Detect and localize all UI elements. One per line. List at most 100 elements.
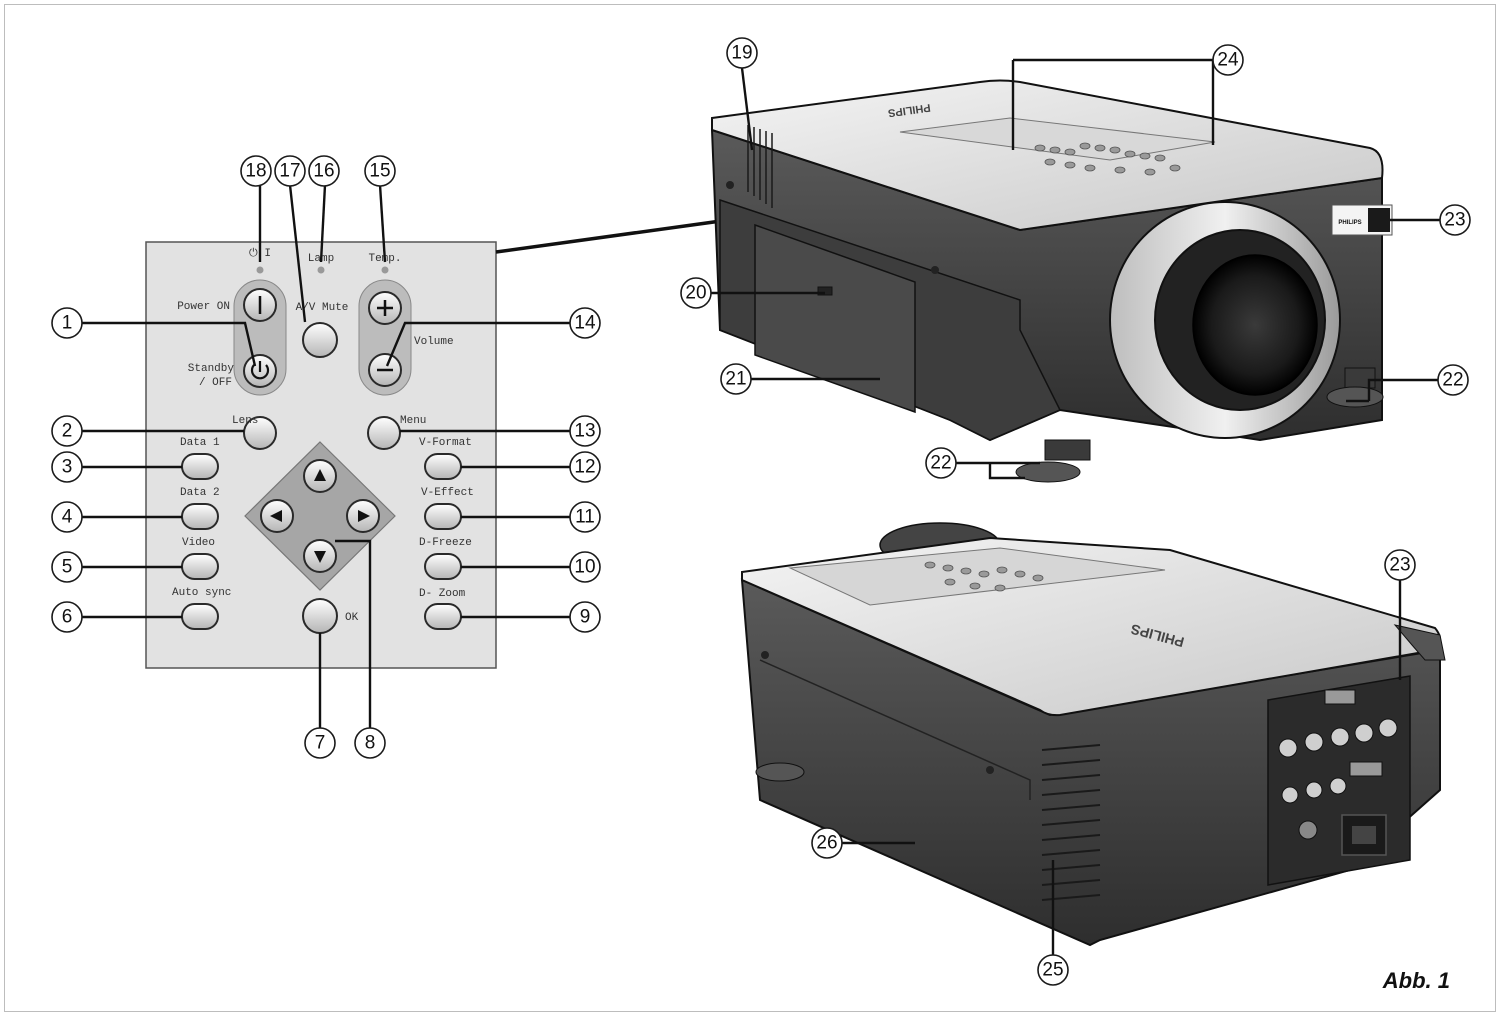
auto-sync-button[interactable] [181,603,219,630]
d-zoom-button[interactable] [424,603,462,630]
figure-caption: Abb. 1 [1382,968,1450,993]
data2-label: Data 2 [180,487,220,499]
callout-23-rear: 23 [1384,549,1416,581]
filter-cover [754,223,916,414]
top-keypad [1034,142,1181,176]
callout-11: 11 [569,501,601,533]
svg-text:23: 23 [1444,210,1465,231]
arrow-down-icon [314,551,326,563]
callout-21: 21 [720,363,752,395]
callout-3: 3 [51,451,83,483]
panel-leader-lines [82,184,570,728]
lens-glass [1192,254,1318,396]
callout-6: 6 [51,601,83,633]
svg-text:15: 15 [369,161,390,182]
callout-20: 20 [680,277,712,309]
v-effect-button[interactable] [424,503,462,530]
callout-22-front: 22 [925,447,957,479]
side-vent-grille [747,125,773,208]
plus-icon [377,300,393,316]
svg-text:6: 6 [62,607,73,628]
v-format-button[interactable] [424,453,462,480]
svg-text:9: 9 [580,607,591,628]
callout-4: 4 [51,501,83,533]
svg-text:3: 3 [62,457,73,478]
power-led [256,266,264,274]
svg-text:7: 7 [315,733,326,754]
svg-text:2: 2 [62,421,73,442]
control-panel: ⏻ I Lamp Temp. Power ON Standby / OFF A/… [145,166,1060,669]
data2-button[interactable] [181,503,219,530]
menu-label: Menu [400,415,426,427]
standby-off-label: / OFF [199,377,232,389]
callout-15: 15 [364,155,396,187]
svg-text:1: 1 [62,313,73,334]
callout-23-front: 23 [1439,204,1471,236]
svg-text:22: 22 [1442,370,1463,391]
svg-text:24: 24 [1217,50,1239,71]
v-format-label: V-Format [419,437,472,449]
av-mute-label: A/V Mute [296,302,349,314]
callout-13: 13 [569,415,601,447]
svg-text:4: 4 [62,507,73,528]
ok-label: OK [345,612,359,624]
callout-2: 2 [51,415,83,447]
callout-26: 26 [811,827,843,859]
arrow-right-icon [358,510,370,522]
callout-16: 16 [308,155,340,187]
callout-14: 14 [569,307,601,339]
power-on-label: Power ON [177,301,230,313]
svg-text:23: 23 [1389,555,1410,576]
svg-text:5: 5 [62,557,73,578]
svg-text:8: 8 [365,733,376,754]
svg-text:18: 18 [245,161,266,182]
av-mute-button[interactable] [302,322,338,358]
auto-sync-label: Auto sync [172,587,231,599]
lens-button[interactable] [243,416,277,450]
svg-text:22: 22 [930,453,951,474]
callout-8: 8 [354,727,386,759]
callout-5: 5 [51,551,83,583]
volume-label: Volume [414,336,454,348]
lens-label: Lens [232,415,258,427]
callout-19: 19 [726,37,758,69]
callout-12: 12 [569,451,601,483]
svg-text:19: 19 [731,43,752,64]
callouts: 18 17 16 15 1 2 3 4 5 6 7 8 9 10 11 12 1… [51,37,1471,986]
svg-text:13: 13 [574,421,595,442]
cover-latch [817,286,833,296]
ok-button[interactable] [302,598,338,634]
projector-rear-view: PHILIPS [740,522,1446,947]
svg-text:21: 21 [725,369,746,390]
svg-text:20: 20 [685,283,706,304]
d-zoom-label: D- Zoom [419,588,466,600]
callout-17: 17 [274,155,306,187]
callout-1: 1 [51,307,83,339]
d-freeze-label: D-Freeze [419,537,472,549]
front-brand-label: PHILIPS [1338,220,1361,226]
connector-jacks [1278,689,1398,840]
svg-text:14: 14 [574,313,596,334]
svg-text:17: 17 [279,161,300,182]
svg-text:26: 26 [816,833,837,854]
svg-text:25: 25 [1042,960,1063,981]
callout-24: 24 [1212,44,1244,76]
video-button[interactable] [181,553,219,580]
rear-vent-grille [1041,744,1101,901]
dpad-housing [244,441,396,591]
d-freeze-button[interactable] [424,553,462,580]
svg-text:16: 16 [313,161,334,182]
data1-button[interactable] [181,453,219,480]
standby-icon [250,361,270,380]
callout-10: 10 [569,551,601,583]
callout-9: 9 [569,601,601,633]
menu-button[interactable] [367,416,401,450]
data1-label: Data 1 [180,437,220,449]
callout-22-side: 22 [1437,364,1469,396]
adjustable-foot-front [1015,439,1091,483]
temp-led [381,266,389,274]
arrow-left-icon [270,510,282,522]
standby-label: Standby [188,363,235,375]
